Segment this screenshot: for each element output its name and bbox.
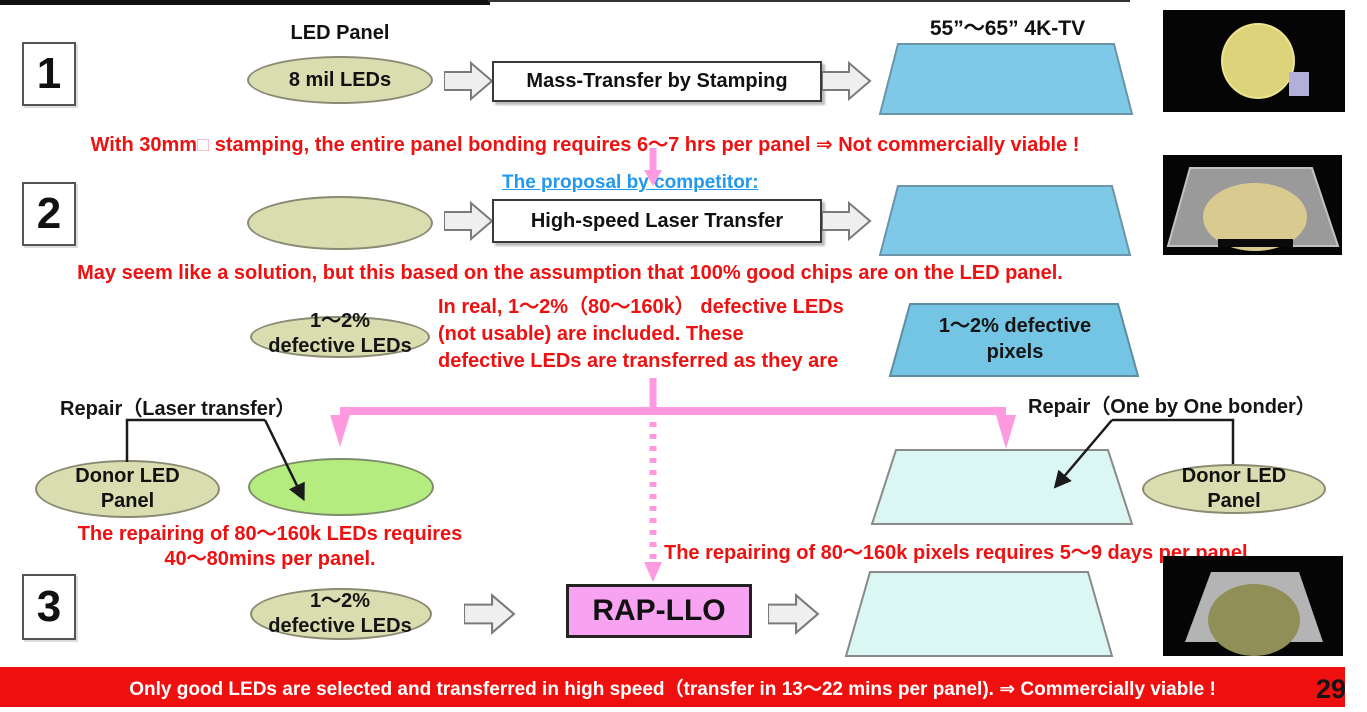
donor-led-panel-left: Donor LED Panel	[35, 460, 220, 518]
note-not-viable-suffix: stamping, the entire panel bonding requi…	[209, 134, 1080, 156]
repaired-panel-ellipse	[248, 458, 434, 516]
repair-left-title: Repair（Laser transfer）	[60, 398, 296, 420]
donor-left-line2: Panel	[100, 490, 155, 512]
conclusion-banner: Only good LEDs are selected and transfer…	[0, 667, 1345, 707]
flow-arrow-icon	[768, 593, 820, 635]
note-not-viable-prefix: With 30mm	[90, 134, 198, 156]
process-box-mass-transfer: Mass-Transfer by Stamping	[492, 61, 822, 102]
defective-pixels-trapezoid	[888, 303, 1140, 377]
note-defective-line3: defective LEDs are transferred as they a…	[438, 350, 839, 372]
step-number-1: 1	[22, 42, 76, 106]
step-number-3-label: 3	[36, 582, 62, 631]
step-number-3: 3	[22, 574, 76, 640]
tv-size-label: 55”～65” 4K-TV	[929, 17, 1086, 40]
rap-llo-box: RAP-LLO	[566, 584, 752, 638]
led-ellipse-row1-label: 8 mil LEDs	[288, 68, 392, 91]
stage-graphic	[1166, 167, 1340, 251]
tv-panel-trapezoid-row2	[878, 185, 1132, 256]
step-number-2-label: 2	[36, 189, 62, 238]
flow-arrow-icon	[464, 593, 516, 635]
led-panel-label: LED Panel	[290, 22, 390, 44]
defective-pixels-text: 1～2% defective pixels	[890, 308, 1140, 370]
stamp-square	[1289, 72, 1309, 96]
wafer-circle	[1221, 23, 1295, 99]
photo-wafer-on-stage	[1163, 155, 1342, 255]
step-number-1-label: 1	[36, 49, 62, 98]
repaired-pixels-trapezoid	[870, 449, 1134, 525]
photo-rap-llo-result	[1163, 556, 1343, 656]
led-ellipse-row2	[247, 196, 433, 250]
flow-arrow-icon	[444, 60, 494, 102]
defective-mid-line1: 1～2%	[309, 310, 371, 332]
note-repair-left: The repairing of 80～160k LEDs requires 4…	[40, 522, 500, 572]
pink-arrowhead-down	[644, 562, 662, 582]
pink-arrowhead-left	[330, 415, 350, 447]
note-not-viable: With 30mm□ stamping, the entire panel bo…	[50, 128, 1120, 157]
result-stage-graphic	[1185, 572, 1323, 656]
rap-llo-label: RAP-LLO	[592, 594, 726, 627]
top-crop-strip	[0, 0, 490, 5]
defective-leds-row3-text: 1～2% defective LEDs	[230, 586, 450, 642]
defective-leds-ellipse-mid-text: 1～2% defective LEDs	[230, 306, 450, 362]
donor-left-line1: Donor LED	[75, 465, 180, 487]
flow-arrow-icon	[822, 60, 872, 102]
defective-pixels-line1: 1～2% defective	[938, 315, 1092, 337]
pink-arrowhead-right	[996, 415, 1016, 449]
note-defective-line2: (not usable) are included. These	[438, 323, 744, 345]
donor-led-panel-right: Donor LED Panel	[1142, 464, 1326, 514]
process-box-laser-transfer-label: High-speed Laser Transfer	[530, 209, 784, 232]
tv-panel-trapezoid-row1	[878, 43, 1134, 115]
flow-arrow-icon	[822, 200, 872, 242]
repair-right-title: Repair（One by One bonder）	[1028, 396, 1316, 418]
note-assumption: May seem like a solution, but this based…	[77, 262, 1063, 284]
flow-arrow-icon	[444, 200, 494, 242]
note-repair-left-line1: The repairing of 80～160k LEDs requires	[77, 523, 463, 545]
repair-left-bracket	[125, 418, 265, 462]
defective-pixels-line2: pixels	[986, 341, 1044, 363]
defective-row3-line1: 1～2%	[309, 590, 371, 612]
note-defective-line1: In real, 1～2%（80～160k） defective LEDs	[438, 296, 844, 318]
competitor-heading: The proposal by competitor:	[502, 172, 759, 193]
note-repair-right: The repairing of 80～160k pixels requires…	[664, 542, 1254, 564]
donor-right-line1: Donor LED	[1181, 465, 1287, 487]
photo-led-wafer	[1163, 10, 1345, 112]
led-ellipse-row1: 8 mil LEDs	[247, 56, 433, 104]
defective-leds-ellipse-row3	[250, 588, 432, 640]
step-number-2: 2	[22, 182, 76, 246]
note-defective-included: In real, 1～2%（80～160k） defective LEDs (n…	[438, 294, 913, 375]
good-panel-trapezoid-row3	[844, 571, 1114, 657]
process-box-laser-transfer: High-speed Laser Transfer	[492, 199, 822, 243]
top-crop-line	[488, 0, 1130, 2]
square-glyph: □	[197, 134, 210, 156]
process-box-mass-transfer-label: Mass-Transfer by Stamping	[526, 70, 788, 92]
conclusion-banner-text: Only good LEDs are selected and transfer…	[129, 678, 1216, 700]
page-number: 29	[1316, 674, 1347, 704]
defective-leds-ellipse-mid	[250, 316, 430, 358]
defective-mid-line2: defective LEDs	[268, 335, 412, 357]
donor-right-line2: Panel	[1207, 490, 1261, 512]
defective-row3-line2: defective LEDs	[268, 615, 412, 637]
note-repair-left-line2: 40～80mins per panel.	[164, 548, 376, 570]
